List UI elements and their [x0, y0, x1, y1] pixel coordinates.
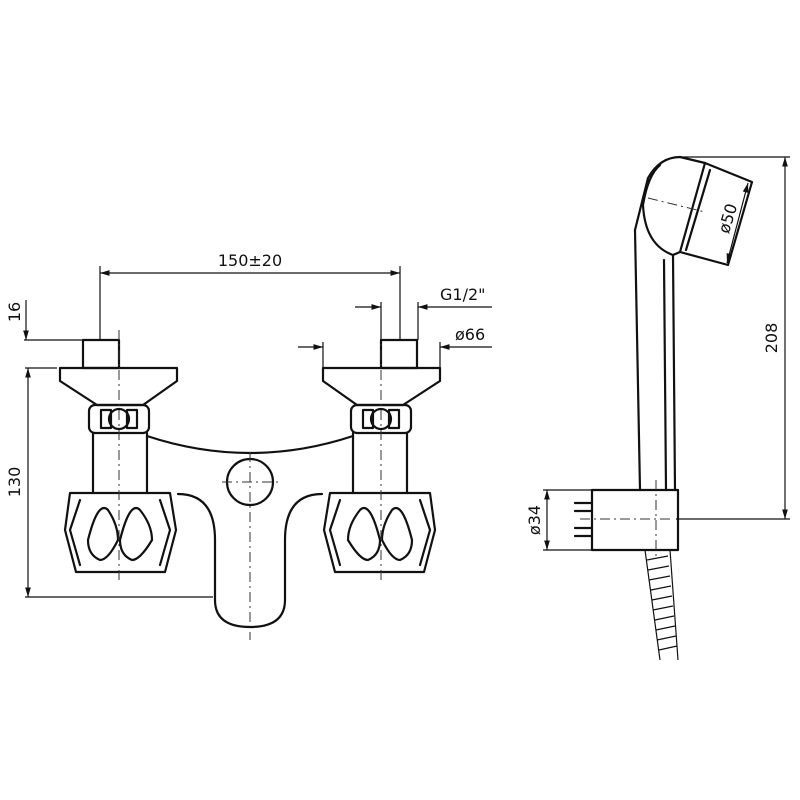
dimension-spacing: 150±20 — [99, 251, 401, 340]
dimension-stub-height: 16 — [5, 300, 83, 341]
shower-length-label: 208 — [762, 323, 781, 354]
mixer-body — [145, 434, 355, 495]
spout — [176, 492, 324, 629]
shower-handle — [633, 228, 677, 492]
right-valve — [321, 328, 442, 582]
thread-label: G1/2" — [440, 285, 486, 304]
mixer-front-view — [58, 328, 442, 640]
left-valve — [58, 328, 179, 582]
stub-height-label: 16 — [5, 302, 24, 322]
dimension-mixer-height: 130 — [5, 367, 213, 598]
flange-label: ø66 — [455, 325, 485, 344]
shower-hose — [644, 549, 679, 661]
shower-holder — [590, 488, 680, 552]
mixer-height-label: 130 — [5, 467, 24, 498]
dimension-shower-length: 208 — [676, 156, 790, 520]
dimension-thread: G1/2" — [355, 285, 492, 340]
dimension-flange: ø66 — [298, 325, 492, 368]
dimension-holder-diameter: ø34 — [525, 489, 592, 551]
hand-shower-side-view — [573, 155, 754, 661]
shower-head — [633, 155, 707, 257]
holder-diameter-label: ø34 — [525, 505, 544, 535]
spacing-label: 150±20 — [218, 251, 282, 270]
